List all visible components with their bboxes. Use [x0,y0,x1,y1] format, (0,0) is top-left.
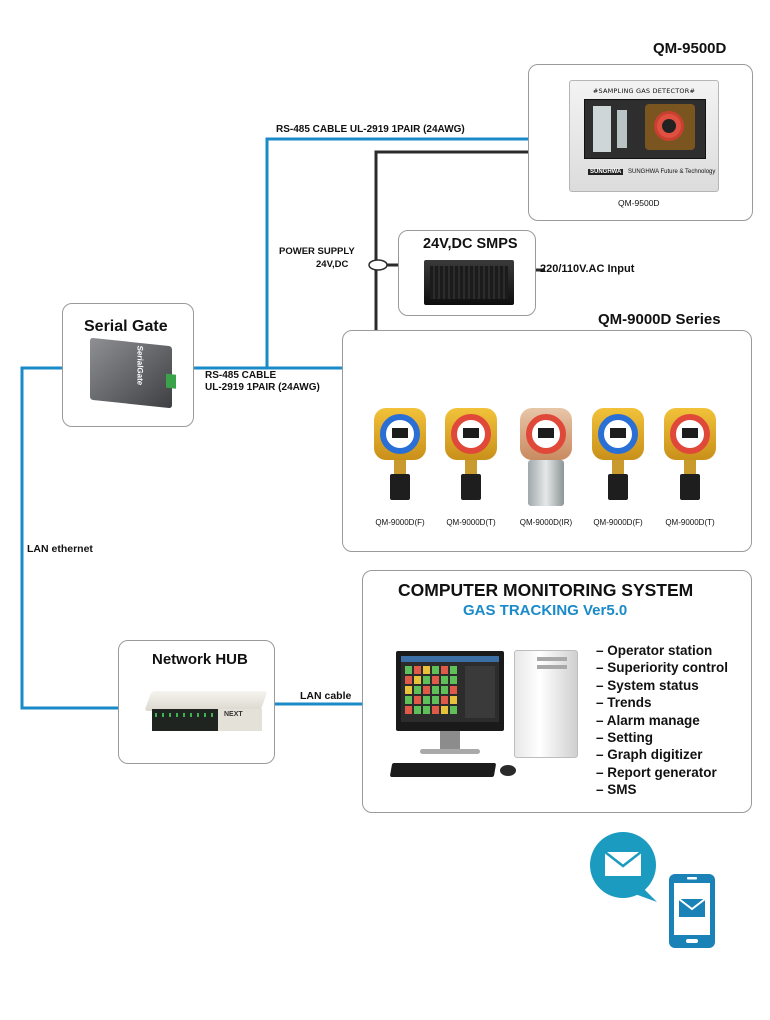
gas-detector: QM-9000D(IR) [510,400,582,540]
panel-window [584,99,706,159]
pc-tower [514,650,578,758]
rs485-mid-label-1: RS-485 CABLE [205,370,277,381]
brand-logo: SUNGHWA [588,169,624,175]
rs485-top-label: RS-485 CABLE UL-2919 1PAIR (24AWG) [276,124,465,135]
hub-brand: NEXT [224,711,243,718]
detector-label: QM-9000D(T) [665,518,715,527]
qm9500d-cabinet: #SAMPLING GAS DETECTOR# SUNGHWA SUNGHWA … [569,80,719,192]
feature-item: Operator station [596,642,728,659]
detector-label: QM-9000D(F) [375,518,425,527]
power-supply-label-2: 24V,DC [316,259,349,270]
brand-text: SUNGHWA Future & Technology [628,169,716,175]
display-ring-icon [598,414,638,454]
feature-item: Alarm manage [596,712,728,729]
monitor-base [420,749,480,754]
detector-housing [374,408,426,460]
feature-item: Graph digitizer [596,746,728,763]
gas-detector: QM-9000D(F) [582,400,654,540]
panel-header: #SAMPLING GAS DETECTOR# [592,87,696,95]
monitoring-title: COMPUTER MONITORING SYSTEM [398,580,694,600]
serial-gate-title: Serial Gate [84,318,168,335]
sample-filter-icon [617,110,627,148]
power-supply-label-1: POWER SUPPLY [279,246,355,257]
sensor-body [390,460,410,500]
rs485-mid-label-2: UL-2919 1PAIR (24AWG) [205,382,320,393]
qm9500d-caption: QM-9500D [618,198,660,208]
display-ring-icon [380,414,420,454]
detector-housing [445,408,497,460]
keyboard [389,763,497,777]
detector-label: QM-9000D(T) [446,518,496,527]
display-ring-icon [526,414,566,454]
network-hub-title: Network HUB [152,651,248,668]
smartphone-mail-icon [669,874,715,948]
smps-unit [424,260,514,305]
detector-housing [664,408,716,460]
detector-label: QM-9000D(IR) [519,518,573,527]
sensor-body [680,460,700,500]
terminal-connector [166,373,176,389]
monitor [396,651,504,731]
feature-list: Operator station Superiority control Sys… [596,642,728,799]
cable-clamp-oval [368,259,388,271]
gas-detector: QM-9000D(T) [654,400,726,540]
detector-housing [520,408,572,460]
feature-item: Report generator [596,764,728,781]
feature-item: Trends [596,694,728,711]
detector-head-icon [645,104,695,150]
serial-gate-device: SerialGate [90,337,176,409]
monitoring-subtitle: GAS TRACKING Ver5.0 [463,602,628,619]
lan-cable-label: LAN cable [300,690,352,702]
sample-tube-icon [593,106,611,152]
display-ring-icon [670,414,710,454]
serial-gate-text: SerialGate [135,345,145,386]
display-ring-icon [451,414,491,454]
detector-housing [592,408,644,460]
gas-detector: QM-9000D(F) [364,400,436,540]
feature-item: Setting [596,729,728,746]
gas-detector: QM-9000D(T) [435,400,507,540]
qm9000d-title: QM-9000D Series [598,311,721,328]
feature-item: Superiority control [596,659,728,676]
mail-bubble-icon [590,832,657,902]
monitor-stand [440,731,460,751]
lan-ethernet-label: LAN ethernet [27,543,93,555]
feature-item: SMS [596,781,728,798]
feature-item: System status [596,677,728,694]
sensor-body [608,460,628,500]
sensor-body [461,460,481,500]
detector-label: QM-9000D(F) [593,518,643,527]
qm9500d-title: QM-9500D [653,40,727,57]
smps-input-label: 220/110V.AC Input [540,263,635,275]
sensor-body [528,460,564,506]
smps-title: 24V,DC SMPS [423,236,518,252]
monitor-screen [401,656,499,722]
mouse [500,765,516,776]
network-hub-device: NEXT [144,691,268,735]
